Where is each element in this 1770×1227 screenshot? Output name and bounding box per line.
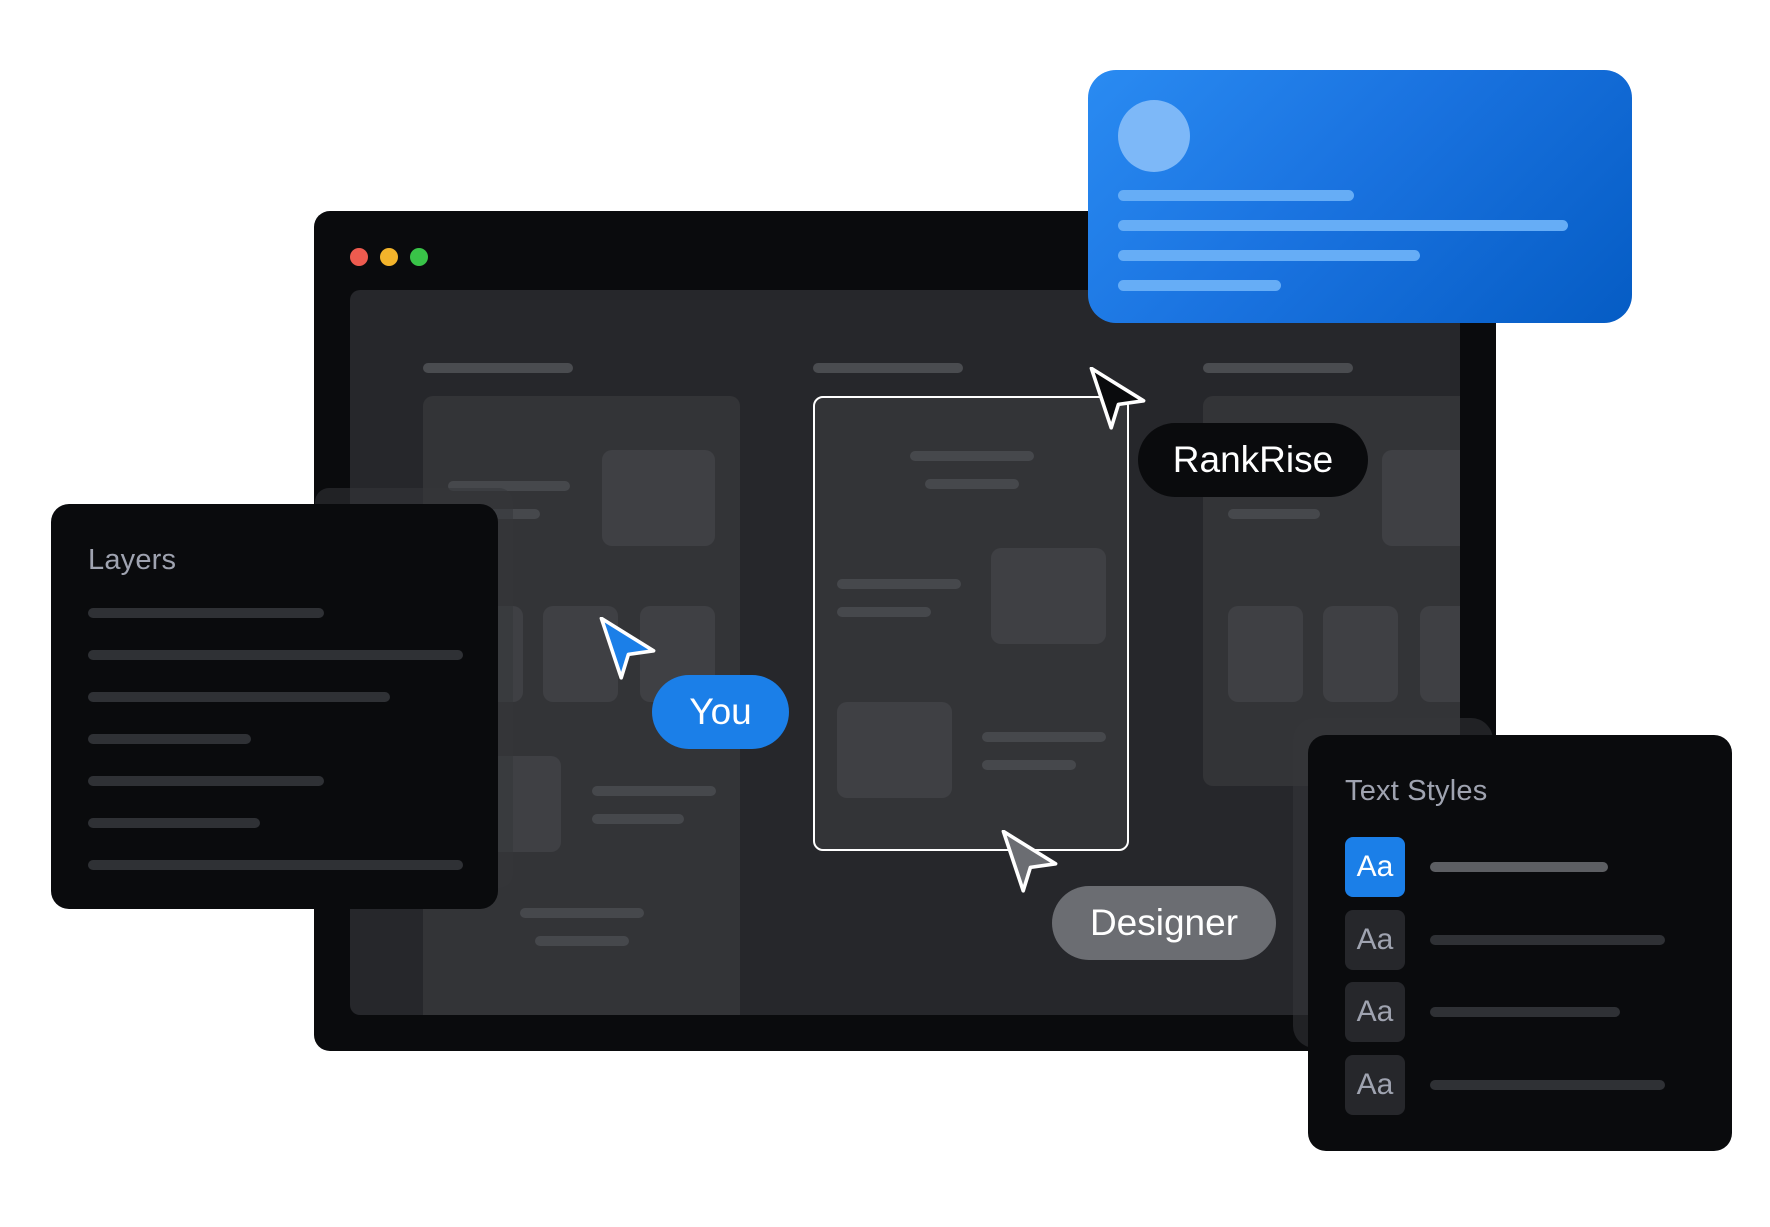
window-close-button[interactable]: [350, 248, 368, 266]
text-style-swatch[interactable]: Aa: [1345, 982, 1405, 1042]
text-placeholder: [1118, 280, 1281, 291]
text-style-label-placeholder: [1430, 1007, 1620, 1017]
text-style-swatch[interactable]: Aa: [1345, 910, 1405, 970]
column-heading-placeholder: [813, 363, 963, 373]
text-styles-panel: Text Styles Aa Aa Aa Aa: [1308, 735, 1732, 1151]
image-placeholder: [837, 702, 952, 798]
layer-item[interactable]: [88, 776, 324, 786]
text-placeholder: [1118, 220, 1568, 231]
layer-item[interactable]: [88, 650, 463, 660]
image-placeholder: [1420, 606, 1460, 702]
cursor-arrow-icon: [599, 617, 656, 680]
column-heading-placeholder: [423, 363, 573, 373]
column-heading-placeholder: [1203, 363, 1353, 373]
window-maximize-button[interactable]: [410, 248, 428, 266]
text-style-swatch[interactable]: Aa: [1345, 1055, 1405, 1115]
collaborator-label-you: You: [652, 675, 789, 749]
text-placeholder: [535, 936, 629, 946]
image-placeholder: [991, 548, 1106, 644]
layer-item[interactable]: [88, 818, 260, 828]
text-placeholder: [448, 481, 570, 491]
text-style-label-placeholder: [1430, 1080, 1665, 1090]
text-placeholder: [1118, 250, 1420, 261]
layer-item[interactable]: [88, 692, 390, 702]
text-placeholder: [982, 732, 1106, 742]
text-placeholder: [1228, 509, 1320, 519]
avatar: [1118, 100, 1190, 172]
profile-card: [1088, 70, 1632, 323]
text-placeholder: [520, 908, 644, 918]
text-style-swatch-active[interactable]: Aa: [1345, 837, 1405, 897]
selected-frame[interactable]: [813, 396, 1129, 851]
image-placeholder: [1323, 606, 1398, 702]
layers-panel-title: Layers: [88, 544, 177, 576]
image-placeholder: [1382, 450, 1460, 546]
text-style-label-placeholder: [1430, 935, 1665, 945]
text-placeholder: [925, 479, 1019, 489]
collaborator-label-designer: Designer: [1052, 886, 1276, 960]
text-styles-panel-title: Text Styles: [1345, 775, 1488, 807]
layer-item[interactable]: [88, 608, 324, 618]
layer-item[interactable]: [88, 860, 463, 870]
text-placeholder: [837, 579, 961, 589]
layer-item[interactable]: [88, 734, 251, 744]
text-placeholder: [592, 814, 684, 824]
text-placeholder: [592, 786, 716, 796]
text-placeholder: [1118, 190, 1354, 201]
cursor-arrow-icon: [1089, 367, 1146, 430]
collaborator-label-rankrise: RankRise: [1138, 423, 1368, 497]
layers-panel: Layers: [51, 504, 498, 909]
text-placeholder: [837, 607, 931, 617]
text-placeholder: [982, 760, 1076, 770]
window-minimize-button[interactable]: [380, 248, 398, 266]
cursor-arrow-icon: [1001, 830, 1058, 893]
image-placeholder: [1228, 606, 1303, 702]
text-placeholder: [910, 451, 1034, 461]
image-placeholder: [602, 450, 715, 546]
text-style-label-placeholder: [1430, 862, 1608, 872]
